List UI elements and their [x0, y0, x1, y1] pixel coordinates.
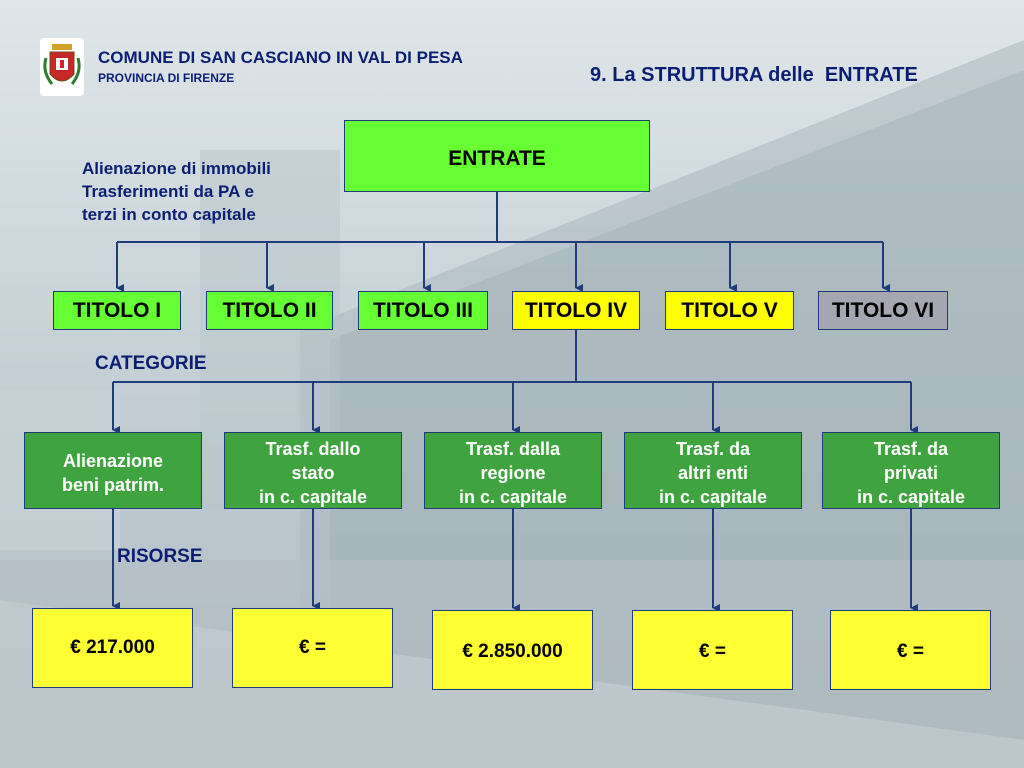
category-box-stato: Trasf. dallo stato in c. capitale	[224, 432, 402, 509]
category-box-regione: Trasf. dalla regione in c. capitale	[424, 432, 602, 509]
titolo-iv-note: Alienazione di immobili Trasferimenti da…	[82, 157, 271, 226]
titolo-iii-label: TITOLO III	[373, 298, 473, 322]
category-label: Trasf. dalla regione in c. capitale	[458, 439, 568, 507]
resource-value: € =	[897, 641, 924, 662]
province-name: PROVINCIA DI FIRENZE	[98, 71, 235, 85]
root-entrate-box: ENTRATE	[344, 120, 650, 192]
resource-box-alienazione: € 217.000	[32, 608, 193, 688]
titolo-vi-label: TITOLO VI	[831, 298, 935, 322]
titolo-iv-label: TITOLO IV	[524, 298, 628, 322]
resource-box-altri-enti: € =	[632, 610, 793, 690]
risorse-label: RISORSE	[117, 546, 203, 567]
note-line: Trasferimenti da PA e	[82, 182, 254, 201]
resource-value: € =	[699, 641, 726, 662]
titolo-i-box: TITOLO I	[53, 291, 181, 330]
titolo-ii-label: TITOLO II	[222, 298, 317, 322]
resource-box-stato: € =	[232, 608, 393, 688]
resource-value: € =	[299, 637, 326, 658]
resource-box-regione: € 2.850.000	[432, 610, 593, 690]
slide-title: 9. La STRUTTURA delle ENTRATE	[590, 64, 918, 86]
category-label: Trasf. da altri enti in c. capitale	[658, 439, 768, 507]
note-line: Alienazione di immobili	[82, 159, 271, 178]
titolo-vi-box: TITOLO VI	[818, 291, 948, 330]
titolo-iii-box: TITOLO III	[358, 291, 488, 330]
titolo-i-label: TITOLO I	[72, 298, 162, 322]
resource-value: € 2.850.000	[462, 641, 563, 662]
resource-box-privati: € =	[830, 610, 991, 690]
category-box-alienazione: Alienazione beni patrim.	[24, 432, 202, 509]
category-label: Trasf. dallo stato in c. capitale	[258, 439, 368, 507]
note-line: terzi in conto capitale	[82, 205, 256, 224]
titolo-v-box: TITOLO V	[665, 291, 794, 330]
root-entrate-label: ENTRATE	[448, 147, 546, 170]
category-label: Alienazione beni patrim.	[61, 451, 164, 495]
category-label: Trasf. da privati in c. capitale	[856, 439, 966, 507]
municipal-crest-icon	[40, 38, 84, 96]
org-name: COMUNE DI SAN CASCIANO IN VAL DI PESA	[98, 48, 463, 67]
categorie-label: CATEGORIE	[95, 353, 207, 374]
titolo-iv-box: TITOLO IV	[512, 291, 640, 330]
category-box-privati: Trasf. da privati in c. capitale	[822, 432, 1000, 509]
category-box-altri-enti: Trasf. da altri enti in c. capitale	[624, 432, 802, 509]
titolo-v-label: TITOLO V	[681, 298, 778, 322]
titolo-ii-box: TITOLO II	[206, 291, 333, 330]
resource-value: € 217.000	[70, 637, 155, 658]
